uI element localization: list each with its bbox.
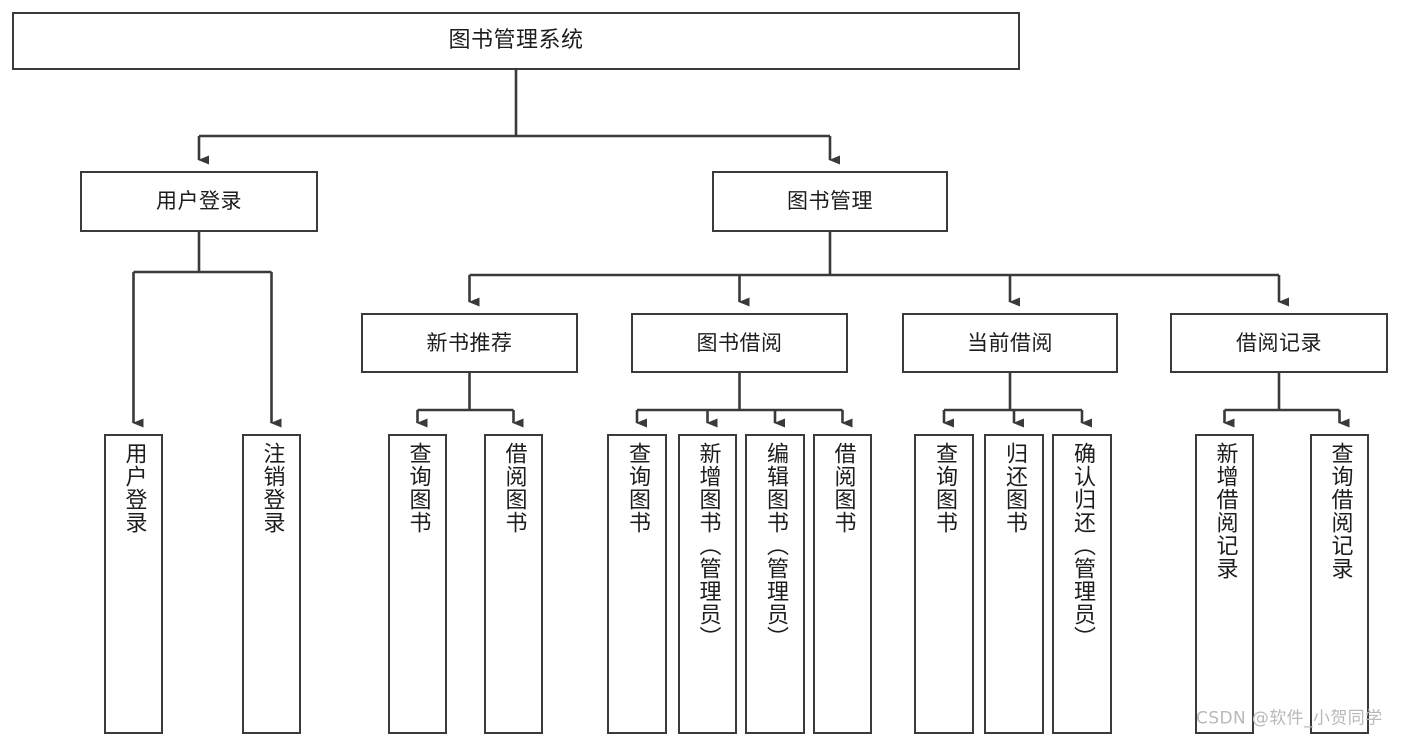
node-leaf-confirm-return[interactable]: 确认归还（管理员） xyxy=(1052,434,1112,734)
node-label: 确认归还（管理员） xyxy=(1070,442,1095,649)
node-current-borrow[interactable]: 当前借阅 xyxy=(902,313,1118,373)
node-borrow-record[interactable]: 借阅记录 xyxy=(1170,313,1388,373)
node-label: 查询图书 xyxy=(625,442,650,534)
node-leaf-borrow-book[interactable]: 借阅图书 xyxy=(813,434,872,734)
node-book-borrow[interactable]: 图书借阅 xyxy=(631,313,848,373)
node-leaf-user-logout[interactable]: 注销登录 xyxy=(242,434,301,734)
node-label: 查询借阅记录 xyxy=(1327,442,1353,580)
node-label: 编辑图书（管理员） xyxy=(763,442,788,649)
node-leaf-query-book-borrow[interactable]: 查询图书 xyxy=(607,434,667,734)
node-user-login[interactable]: 用户登录 xyxy=(80,171,318,232)
node-label: 借阅记录 xyxy=(1236,330,1322,355)
node-book-manage[interactable]: 图书管理 xyxy=(712,171,948,232)
node-root[interactable]: 图书管理系统 xyxy=(12,12,1020,70)
node-label: 图书借阅 xyxy=(696,330,783,355)
node-leaf-borrow-book-rec[interactable]: 借阅图书 xyxy=(484,434,543,734)
node-new-book-recommend[interactable]: 新书推荐 xyxy=(361,313,578,373)
node-leaf-add-book[interactable]: 新增图书（管理员） xyxy=(678,434,737,734)
node-leaf-query-borrow-record[interactable]: 查询借阅记录 xyxy=(1310,434,1369,734)
node-label: 借阅图书 xyxy=(830,442,856,534)
node-leaf-user-login[interactable]: 用户登录 xyxy=(104,434,163,734)
node-label: 查询图书 xyxy=(405,442,431,534)
node-label: 图书管理系统 xyxy=(448,28,584,54)
node-label: 用户登录 xyxy=(156,189,242,214)
node-label: 归还图书 xyxy=(1002,442,1027,534)
node-leaf-add-borrow-record[interactable]: 新增借阅记录 xyxy=(1195,434,1254,734)
node-label: 查询图书 xyxy=(932,442,957,534)
node-leaf-edit-book[interactable]: 编辑图书（管理员） xyxy=(745,434,805,734)
node-label: 注销登录 xyxy=(259,442,285,534)
node-label: 图书管理 xyxy=(787,189,873,214)
node-leaf-query-book-rec[interactable]: 查询图书 xyxy=(388,434,447,734)
node-label: 新增借阅记录 xyxy=(1212,442,1238,580)
node-label: 用户登录 xyxy=(121,442,147,534)
node-leaf-return-book[interactable]: 归还图书 xyxy=(984,434,1044,734)
csdn-watermark: CSDN @软件_小贺同学 xyxy=(1196,708,1383,729)
node-label: 当前借阅 xyxy=(967,330,1053,355)
node-label: 新增图书（管理员） xyxy=(695,442,721,649)
node-label: 借阅图书 xyxy=(501,442,527,534)
node-leaf-query-book-cur[interactable]: 查询图书 xyxy=(914,434,974,734)
node-label: 新书推荐 xyxy=(426,330,513,355)
